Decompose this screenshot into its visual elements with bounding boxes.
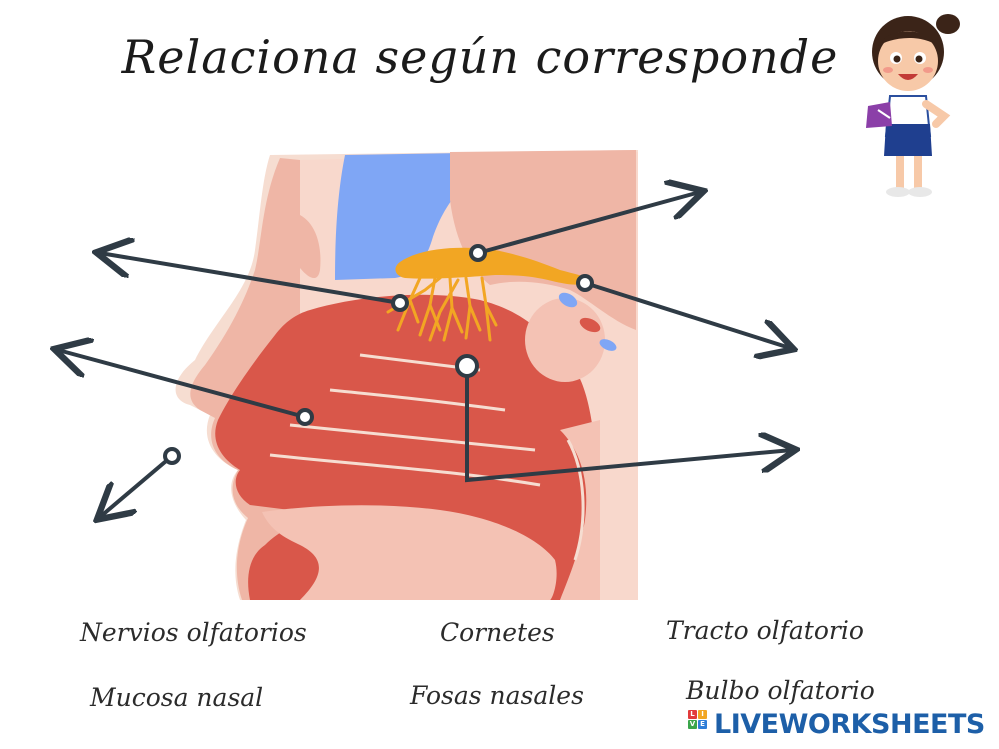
arrow-turbinate (58, 350, 306, 419)
word-bulbo-olfatorio[interactable]: Bulbo olfatorio (686, 676, 875, 705)
mouth-gap (262, 505, 557, 600)
badge-letter: L (688, 710, 697, 719)
word-cornetes[interactable]: Cornetes (440, 618, 555, 647)
adenoid (525, 298, 605, 382)
word-fosas-nasales[interactable]: Fosas nasales (410, 681, 584, 710)
vessel-blue-1 (558, 292, 578, 308)
marker-turbinate (296, 408, 314, 426)
brain-region (335, 152, 520, 280)
arrow-bulb (584, 281, 790, 348)
turbinate-4 (269, 453, 541, 487)
turbinate-3 (289, 423, 536, 452)
badge-letter: V (688, 720, 697, 729)
marker-tract (469, 244, 487, 262)
palate (560, 420, 600, 600)
worksheet-title: Relaciona según corresponde (121, 30, 839, 84)
badge-letter: I (698, 710, 707, 719)
marker-nostril (163, 447, 181, 465)
marker-nerves (391, 294, 409, 312)
arrow-nostril (100, 454, 174, 517)
arrow-nerves (100, 253, 401, 305)
turbinate-2 (329, 388, 506, 412)
arrow-tract (477, 192, 700, 255)
palate-line (566, 439, 585, 561)
logo-text: LIVEWORKSHEETS (714, 708, 985, 740)
marker-cavity (455, 354, 479, 378)
sinus-ear (288, 215, 321, 279)
badge-letter: E (698, 720, 707, 729)
word-nervios-olfatorios[interactable]: Nervios olfatorios (80, 618, 307, 647)
marker-bulb (576, 274, 594, 292)
word-tracto-olfatorio[interactable]: Tracto olfatorio (666, 616, 864, 645)
vessel-red (579, 317, 601, 333)
logo-badge-icon: L I V E (688, 710, 710, 738)
liveworksheets-logo[interactable]: L I V E LIVEWORKSHEETS (688, 708, 985, 740)
olfactory-bulb (395, 247, 592, 285)
cartoon-girl-icon (866, 14, 960, 197)
arrow-cavity (465, 366, 792, 483)
word-mucosa-nasal[interactable]: Mucosa nasal (90, 683, 264, 712)
vessel-blue-2 (599, 339, 617, 351)
